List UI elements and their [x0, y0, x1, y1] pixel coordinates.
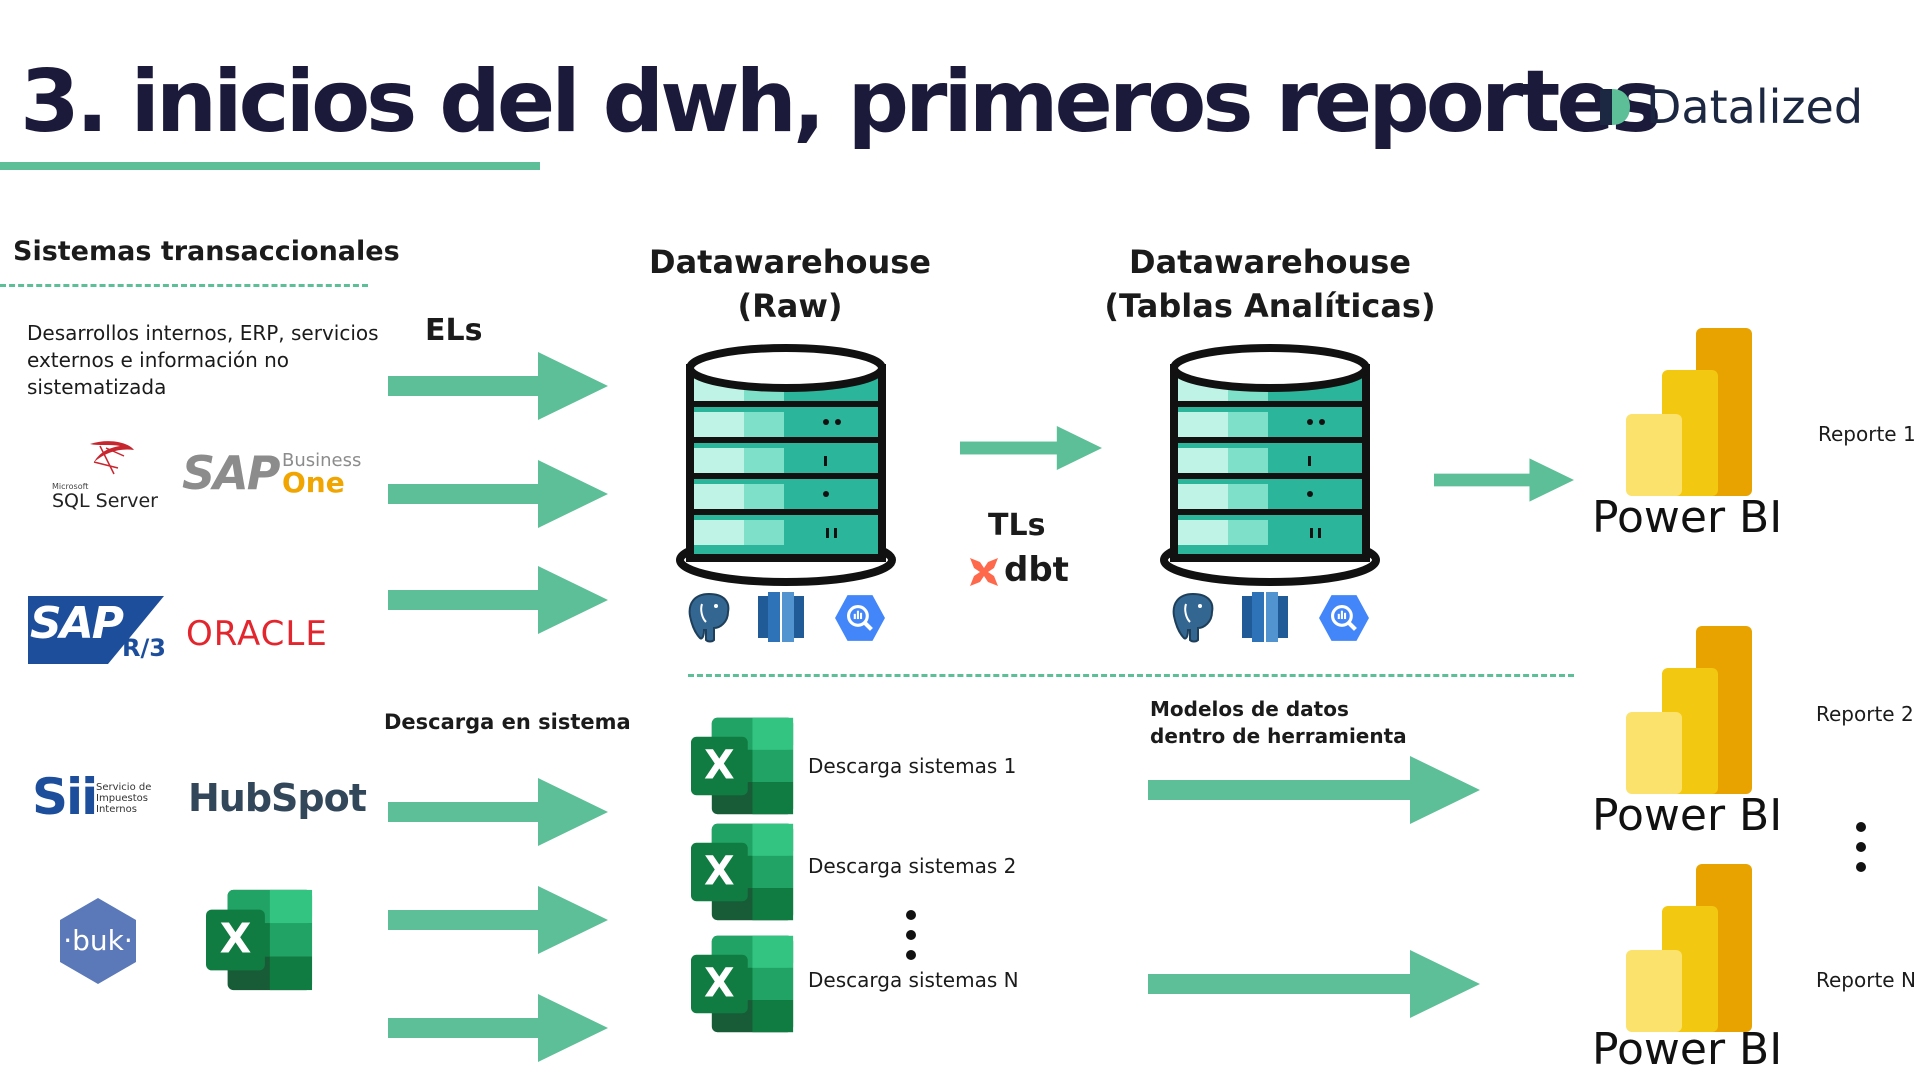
powerbi-text-1: Power BI [1592, 492, 1783, 543]
dwh-raw-database-icon [676, 338, 896, 588]
els-arrow-3 [388, 566, 608, 634]
modelos-arrow-1 [1148, 756, 1480, 824]
sources-divider [0, 284, 368, 287]
dwh-raw-title: Datawarehouse [649, 243, 931, 281]
sii-main-text: Sii [32, 768, 98, 826]
report-arrow [1434, 446, 1574, 514]
sources-heading: Sistemas transaccionales [13, 236, 400, 267]
redshift-icon [756, 590, 806, 644]
descarga-arrow-2 [388, 886, 608, 954]
buk-logo: ·buk· [58, 896, 138, 986]
download-label-1: Descarga sistemas 1 [808, 754, 1017, 778]
dbt-label: dbt [1004, 550, 1069, 590]
sii-sub-text: Servicio de Impuestos Internos [96, 782, 152, 815]
sqlserver-icon [90, 441, 134, 475]
dwh-analytics-heading: Datawarehouse (Tablas Analíticas) [1100, 240, 1440, 328]
modelos-label-line1: Modelos de datos [1150, 697, 1349, 721]
sap-b1-main-text: SAP [182, 446, 280, 500]
brand: Datalized [1598, 80, 1863, 134]
middle-divider [688, 674, 1574, 677]
download-label-3: Descarga sistemas N [808, 968, 1019, 992]
dwh-analytics-title: Datawarehouse [1129, 243, 1411, 281]
sqlserver-text: SQL Server [52, 490, 158, 512]
modelos-label-line2: dentro de herramienta [1150, 724, 1407, 748]
sii-logo: Sii Servicio de Impuestos Internos [32, 768, 172, 832]
report-label-2: Reporte 2 [1816, 702, 1914, 726]
tls-label: TLs [988, 508, 1046, 543]
dwh-raw-subtitle: (Raw) [737, 287, 843, 325]
sqlserver-small-text: Microsoft [52, 482, 89, 491]
excel-download-icon-3 [688, 932, 798, 1036]
downloads-ellipsis [906, 910, 916, 970]
powerbi-icon-1 [1626, 328, 1756, 498]
descarga-arrow-1 [388, 778, 608, 846]
redshift-icon-2 [1240, 590, 1290, 644]
title-underline [0, 162, 540, 170]
brand-name: Datalized [1646, 80, 1864, 134]
els-arrow-2 [388, 460, 608, 528]
sap-r3-shape [28, 596, 164, 664]
page-title: 3. inicios del dwh, primeros reportes [20, 52, 1662, 152]
buk-hexagon-icon [60, 898, 136, 984]
sap-r3-main-text: SAP [30, 598, 124, 649]
els-label: ELs [425, 313, 483, 348]
powerbi-text-3: Power BI [1592, 1024, 1783, 1075]
buk-text: ·buk· [63, 924, 133, 957]
tls-arrow [960, 414, 1102, 482]
datalized-logo-icon [1600, 89, 1630, 125]
report-label-1: Reporte 1 [1818, 422, 1916, 446]
els-arrow-1 [388, 352, 608, 420]
excel-download-icon-2 [688, 820, 798, 924]
sap-business-one-logo: SAP Business One [182, 446, 372, 508]
postgresql-icon [684, 590, 734, 644]
download-label-2: Descarga sistemas 2 [808, 854, 1017, 878]
dwh-analytics-database-icon [1160, 338, 1380, 588]
oracle-logo: ORACLE [186, 614, 328, 654]
descarga-arrow-3 [388, 994, 608, 1062]
excel-icon [206, 886, 314, 994]
hubspot-logo: HubSpot [188, 776, 367, 820]
powerbi-text-2: Power BI [1592, 790, 1783, 841]
excel-download-icon-1 [688, 714, 798, 818]
sap-b1-one-text: One [282, 466, 345, 499]
descarga-label: Descarga en sistema [384, 710, 631, 734]
bigquery-icon [834, 592, 886, 644]
dbt-icon [970, 558, 998, 586]
powerbi-icon-3 [1626, 864, 1756, 1034]
postgresql-icon-2 [1168, 590, 1218, 644]
report-label-3: Reporte N [1816, 968, 1916, 992]
sap-b1-business-text: Business [282, 450, 362, 471]
modelos-label: Modelos de datos dentro de herramienta [1150, 696, 1407, 750]
powerbi-icon-2 [1626, 626, 1756, 796]
sap-r3-sub-text: R/3 [122, 634, 166, 662]
modelos-arrow-2 [1148, 950, 1480, 1018]
sources-description: Desarrollos internos, ERP, servicios ext… [27, 321, 379, 399]
dwh-analytics-subtitle: (Tablas Analíticas) [1104, 287, 1436, 325]
bigquery-icon-2 [1318, 592, 1370, 644]
sap-r3-logo: SAP R/3 [28, 596, 168, 668]
reports-ellipsis [1856, 822, 1866, 882]
sqlserver-logo: Microsoft SQL Server [50, 438, 160, 512]
dwh-raw-heading: Datawarehouse (Raw) [620, 240, 960, 328]
